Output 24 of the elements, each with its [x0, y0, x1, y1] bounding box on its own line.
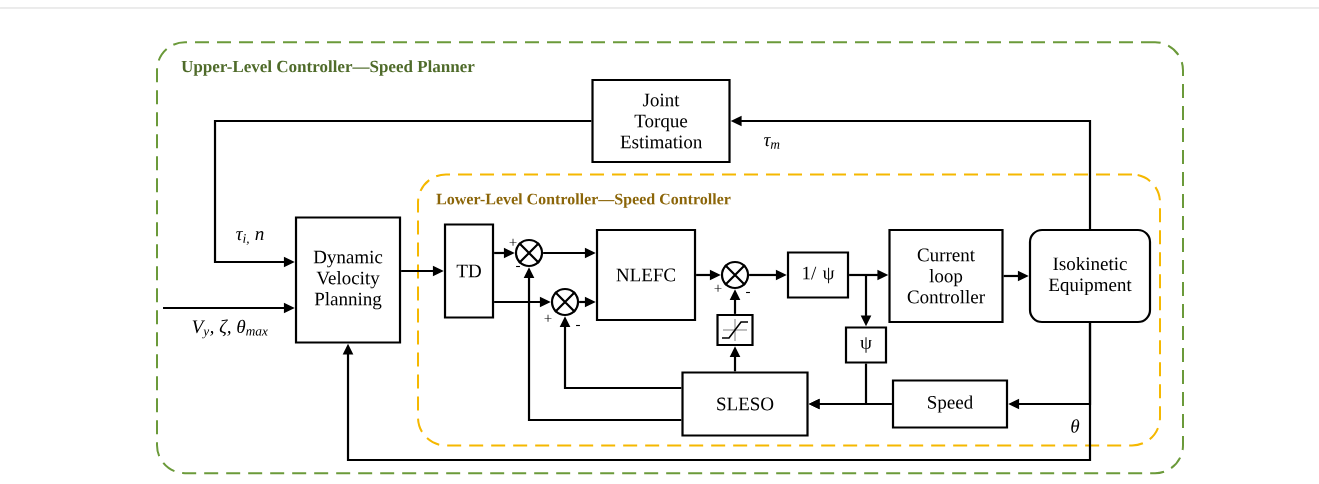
block: Dynamic Velocity Planning: [294, 216, 402, 344]
block: Joint Torque Estimation: [591, 78, 731, 164]
sign-label: -: [746, 291, 750, 294]
block: Current loop Controller: [888, 228, 1004, 324]
saturation-block: [716, 313, 754, 347]
block: TD: [443, 223, 495, 319]
sign-label: -: [576, 324, 580, 327]
block: SLESO: [681, 371, 809, 437]
summing-junction: [720, 260, 750, 290]
sign-label: -: [516, 265, 520, 268]
summing-junction: [550, 287, 580, 317]
edge-label: θ: [1071, 419, 1080, 433]
arrow: [342, 323, 1092, 462]
sign-label: +: [509, 238, 517, 246]
block: Speed: [891, 379, 1009, 429]
edge-label: τ$_{m}$: [764, 137, 780, 149]
edge-label: V$_{y}$, ζ, θ$_{max}$: [192, 319, 268, 339]
sign-label: +: [544, 314, 552, 322]
block: NLEFC: [595, 228, 697, 322]
block: Isokinetic Equipment: [1028, 228, 1152, 324]
block: 1/ ψ: [786, 251, 850, 299]
block: ψ: [844, 326, 888, 364]
edge-label: τ$_{i,}$ n: [236, 231, 264, 245]
sign-label: +: [714, 284, 722, 292]
